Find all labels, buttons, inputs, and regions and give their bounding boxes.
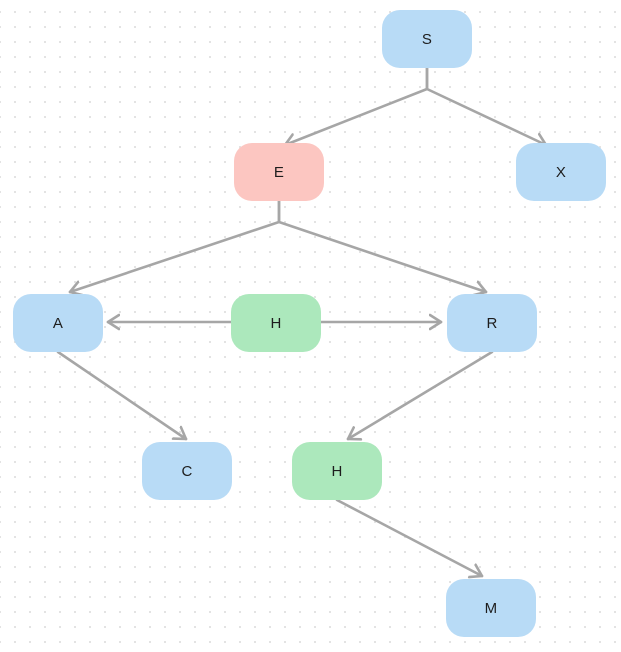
node-label-H1: H (270, 314, 282, 332)
node-label-M: M (484, 599, 498, 617)
edge-S-E[interactable] (283, 66, 429, 145)
node-M[interactable]: M (446, 579, 536, 637)
node-C[interactable]: C (142, 442, 232, 500)
edge-R-H2[interactable] (346, 350, 494, 439)
node-label-H2: H (331, 462, 343, 480)
node-E[interactable]: E (234, 143, 324, 201)
node-label-E: E (273, 163, 285, 181)
node-label-X: X (555, 163, 567, 181)
edge-S-X[interactable] (425, 66, 548, 145)
edge-E-R[interactable] (277, 199, 488, 292)
edge-H2-M[interactable] (335, 498, 484, 576)
node-X[interactable]: X (516, 143, 606, 201)
node-R[interactable]: R (447, 294, 537, 352)
node-H2[interactable]: H (292, 442, 382, 500)
edge-E-A[interactable] (68, 199, 281, 292)
node-label-S: S (421, 30, 433, 48)
node-S[interactable]: S (382, 10, 472, 68)
node-label-A: A (52, 314, 64, 332)
node-label-C: C (181, 462, 193, 480)
node-H1[interactable]: H (231, 294, 321, 352)
edge-A-C[interactable] (56, 350, 188, 441)
node-A[interactable]: A (13, 294, 103, 352)
node-label-R: R (486, 314, 498, 332)
